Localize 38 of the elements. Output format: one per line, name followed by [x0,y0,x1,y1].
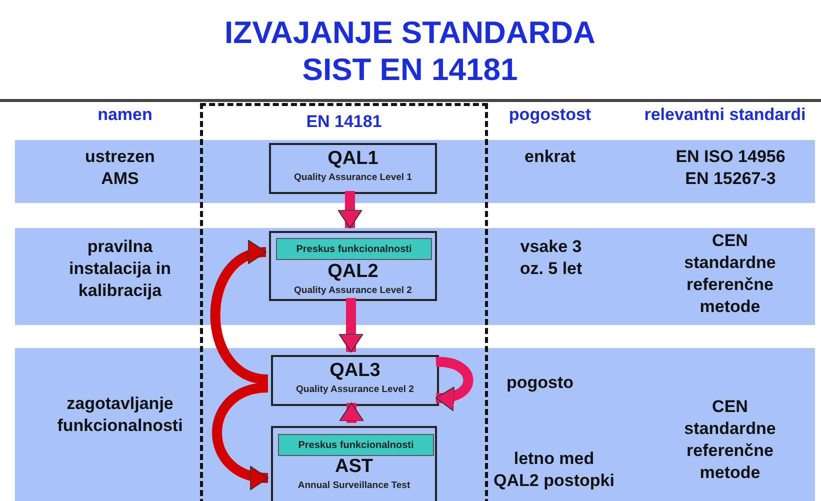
table-cell-text: letno med QAL2 postopki [492,448,616,492]
process-box [271,426,437,501]
box-title: QAL3 [328,359,382,383]
arrow [339,402,364,423]
arrow [212,382,269,488]
arrow [338,191,362,228]
process-box [269,231,437,301]
table-cell-text: CEN standardne referenčne metode [683,230,777,318]
column-header: relevantni standardi [643,104,807,126]
table-cell-text: CEN standardne referenčne metode [683,396,777,484]
box-title: Preskus funkcionalnosti [297,439,415,453]
box-title: QAL1 [326,147,380,171]
dashed-group-frame [200,103,488,501]
process-box [269,143,437,194]
tag-box [278,434,434,456]
box-title: QAL2 [326,260,380,284]
group-title: EN 14181 [305,111,383,133]
table-cell-text: EN ISO 14956 EN 15267-3 [674,146,786,190]
tag-box [276,238,432,260]
box-title: AST [334,455,374,479]
table-cell-text: pravilna instalacija in kalibracija [68,236,172,302]
box-title: Preskus funkcionalnosti [295,243,413,257]
diagram-title: IZVAJANJE STANDARDA SIST EN 14181 [224,14,596,88]
process-box [271,355,439,406]
box-subtitle: Quality Assurance Level 2 [293,284,413,298]
table-cell-text: ustrezen AMS [84,146,156,190]
arrow [436,357,474,410]
box-subtitle: Quality Assurance Level 1 [293,171,413,185]
table-cell-text: zagotavljanje funkcionalnosti [56,393,184,437]
table-cell-text: enkrat [523,146,577,168]
column-header: namen [96,104,154,126]
arrow [338,298,364,352]
table-cell-text: vsake 3 oz. 5 let [518,236,584,280]
column-header: pogostost [508,104,592,126]
box-subtitle: Quality Assurance Level 2 [295,383,415,397]
box-subtitle: Annual Surveillance Test [296,479,412,493]
arrow [210,242,269,384]
table-cell-text: pogosto [505,372,575,394]
